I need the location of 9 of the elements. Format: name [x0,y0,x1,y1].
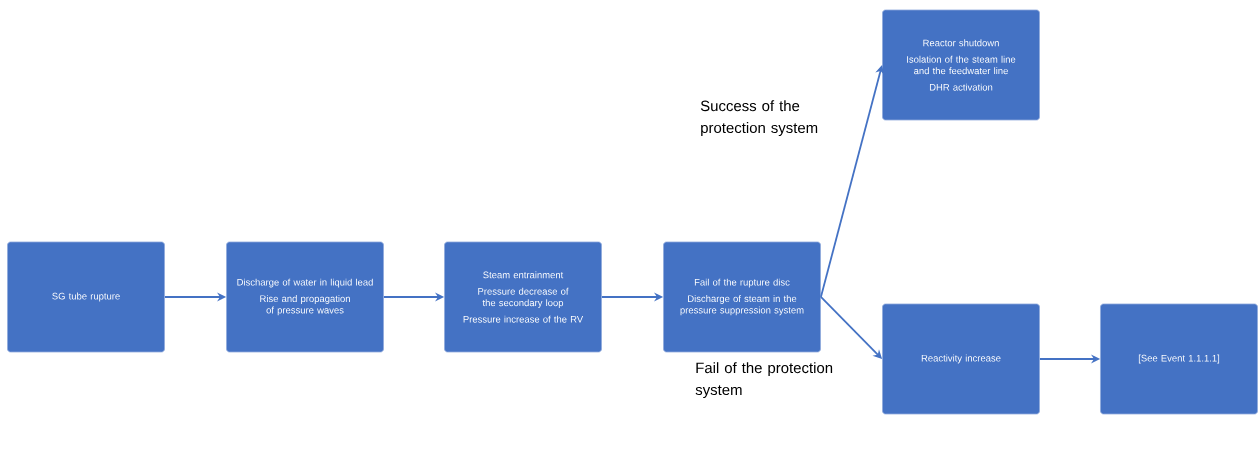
process-box: Steam entrainment Pressure decrease of the secondary loop Pressure increase of the RV [444,241,602,353]
process-box: Reactor shutdown Isolation of the steam line and the feedwater line DHR activation [882,9,1040,121]
process-box: Reactivity increase [882,303,1040,415]
process-box: SG tube rupture [7,241,165,353]
process-box: Fail of the rupture disc Discharge of steam in the pressure suppression system [663,241,821,353]
edge-label: Success of the protection system [700,100,818,137]
edge-label: Fail of the protection system [695,362,833,398]
process-box: Discharge of water in liquid lead Rise and propagation of pressure waves [226,241,384,353]
process-box: [See Event 1.1.1.1] [1100,303,1258,415]
